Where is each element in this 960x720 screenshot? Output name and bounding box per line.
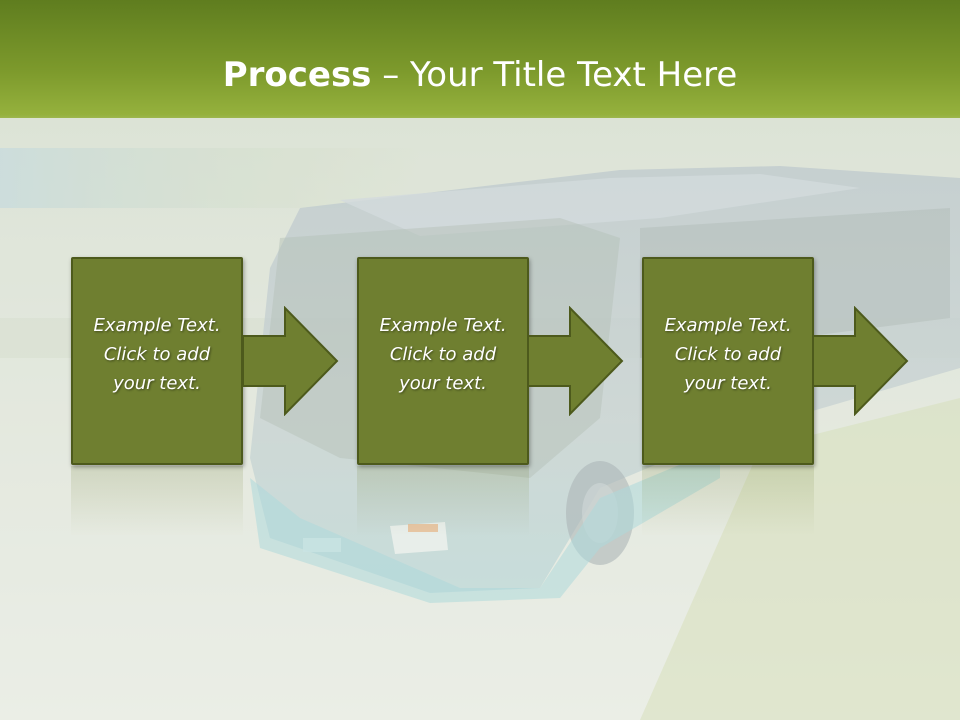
box-reflection: [642, 466, 814, 536]
process-step-2[interactable]: Example Text. Click to add your text.: [357, 257, 529, 465]
arrow-right-icon: [243, 306, 339, 416]
title-rest: – Your Title Text Here: [371, 55, 738, 95]
title-bold: Process: [222, 55, 372, 95]
box-reflection: [357, 466, 529, 536]
title-banner: [0, 0, 960, 130]
arrow-right-icon: [528, 306, 624, 416]
step-2-text: Example Text. Click to add your text.: [379, 315, 507, 394]
process-step-1[interactable]: Example Text. Click to add your text.: [71, 257, 243, 465]
arrow-right-icon: [813, 306, 909, 416]
process-step-3[interactable]: Example Text. Click to add your text.: [642, 257, 814, 465]
step-3-text: Example Text. Click to add your text.: [664, 315, 792, 394]
slide-title[interactable]: Process – Your Title Text Here: [0, 52, 960, 98]
step-1-text: Example Text. Click to add your text.: [93, 315, 221, 394]
box-reflection: [71, 466, 243, 536]
